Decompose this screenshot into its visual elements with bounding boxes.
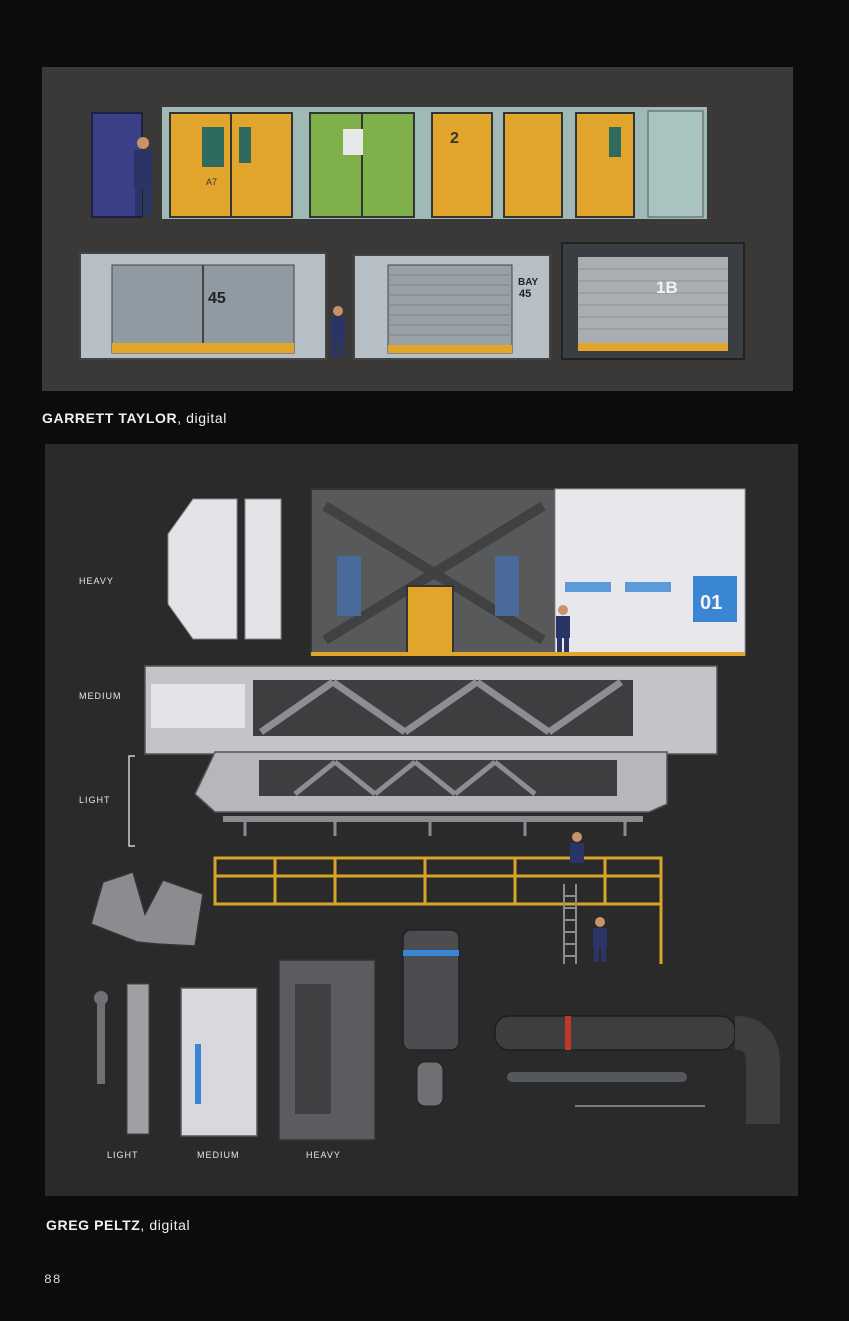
pipe-elbow — [733, 1016, 780, 1124]
door-number: 45 — [208, 290, 226, 307]
tank — [402, 929, 460, 1051]
worker-figure-2 — [331, 306, 345, 357]
yellow-catwalk — [213, 856, 663, 906]
worker-figure-3 — [556, 605, 570, 652]
blue-door — [91, 112, 143, 218]
worker-figure-4 — [570, 832, 584, 863]
page-number: 88 — [44, 1272, 62, 1287]
heavy-yellow-door — [406, 585, 454, 655]
column-label-medium: MEDIUM — [197, 1150, 240, 1160]
column-label-heavy: HEAVY — [306, 1150, 341, 1160]
light-pillar — [126, 983, 150, 1135]
u-bracket — [90, 871, 204, 947]
heavy-white-wall — [554, 488, 746, 656]
artwork-medium: digital — [149, 1217, 191, 1233]
light-pillar-rod — [97, 994, 105, 1084]
ladder — [563, 884, 577, 964]
door-concepts-illustration: A7 2 45 BAY 45 — [79, 107, 745, 360]
garrett-taylor-artwork: A7 2 45 BAY 45 — [42, 67, 793, 391]
light-bracket — [128, 755, 135, 847]
worker-figure-5 — [593, 917, 607, 962]
worker-figure-1 — [134, 137, 152, 216]
row-label-medium: MEDIUM — [79, 691, 122, 701]
panel-number: 01 — [700, 592, 722, 614]
wall-panel — [647, 110, 704, 218]
yellow-door-4 — [575, 112, 635, 218]
medium-pillar — [180, 987, 258, 1137]
light-rail — [223, 816, 643, 822]
yellow-door-2 — [431, 112, 493, 218]
artist-name: GARRETT TAYLOR — [42, 410, 178, 426]
door-number: 1B — [656, 278, 678, 297]
greg-peltz-artwork: HEAVY MEDIUM LIGHT 01 — [45, 444, 798, 1196]
structural-kit-illustration: HEAVY MEDIUM LIGHT 01 — [79, 488, 780, 1160]
row-label-light: LIGHT — [79, 795, 111, 805]
column-label-light: LIGHT — [107, 1150, 139, 1160]
door-number: A7 — [206, 177, 217, 187]
artwork-caption-bottom: GREG PELTZ, digital — [46, 1217, 191, 1233]
door-number: 2 — [450, 130, 459, 147]
artist-name: GREG PELTZ — [46, 1217, 141, 1233]
bay-label: BAY — [518, 277, 539, 288]
panel-number-badge — [693, 576, 737, 622]
small-pipe — [507, 1072, 687, 1082]
artwork-medium: digital — [186, 410, 227, 426]
artwork-caption-top: GARRETT TAYLOR, digital — [42, 410, 227, 426]
yellow-door-3 — [503, 112, 563, 218]
heavy-side-panel — [167, 498, 238, 640]
small-canister — [416, 1061, 444, 1107]
row-label-heavy: HEAVY — [79, 576, 114, 586]
heavy-narrow-panel — [244, 498, 282, 640]
door-number: 45 — [519, 288, 531, 300]
large-pipe — [494, 1015, 736, 1051]
